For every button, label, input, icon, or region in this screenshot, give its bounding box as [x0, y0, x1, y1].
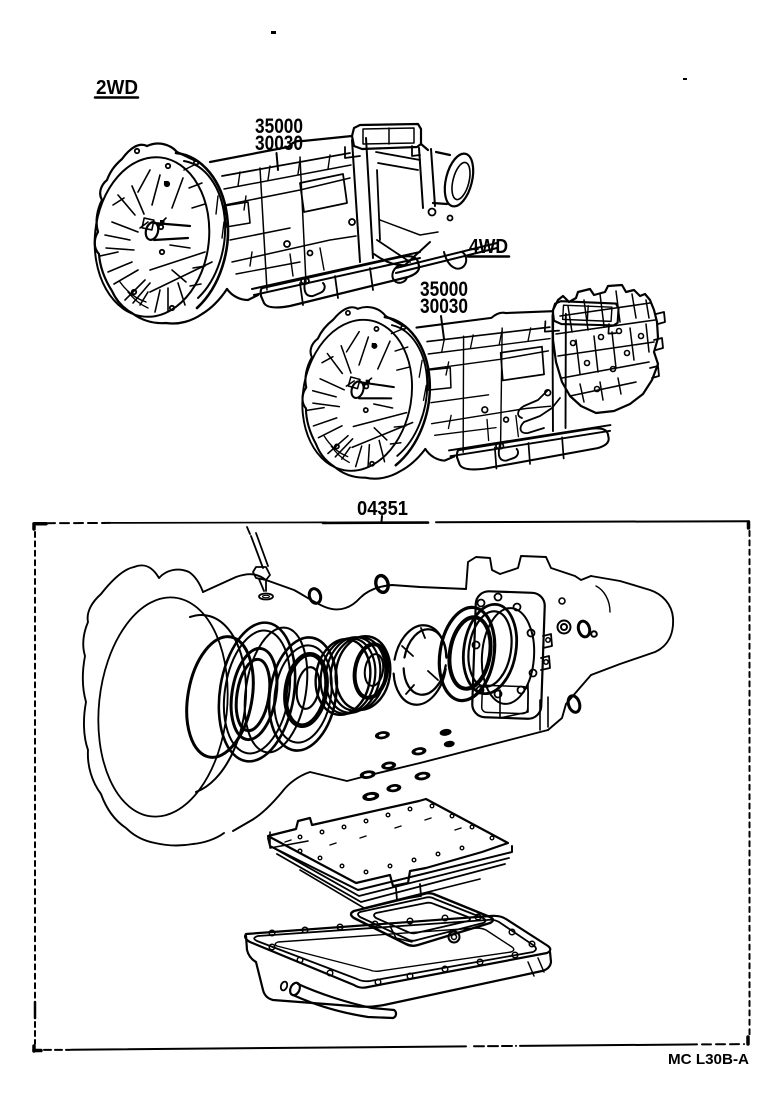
svg-text:30030: 30030	[420, 295, 468, 318]
svg-text:4WD: 4WD	[469, 236, 508, 258]
svg-text:35000: 35000	[420, 278, 468, 301]
svg-text:2WD: 2WD	[96, 77, 138, 99]
svg-text:04351: 04351	[357, 498, 408, 520]
svg-text:35000: 35000	[255, 115, 303, 138]
svg-text:MC L30B-A: MC L30B-A	[668, 1051, 749, 1068]
svg-text:30030: 30030	[255, 132, 303, 155]
